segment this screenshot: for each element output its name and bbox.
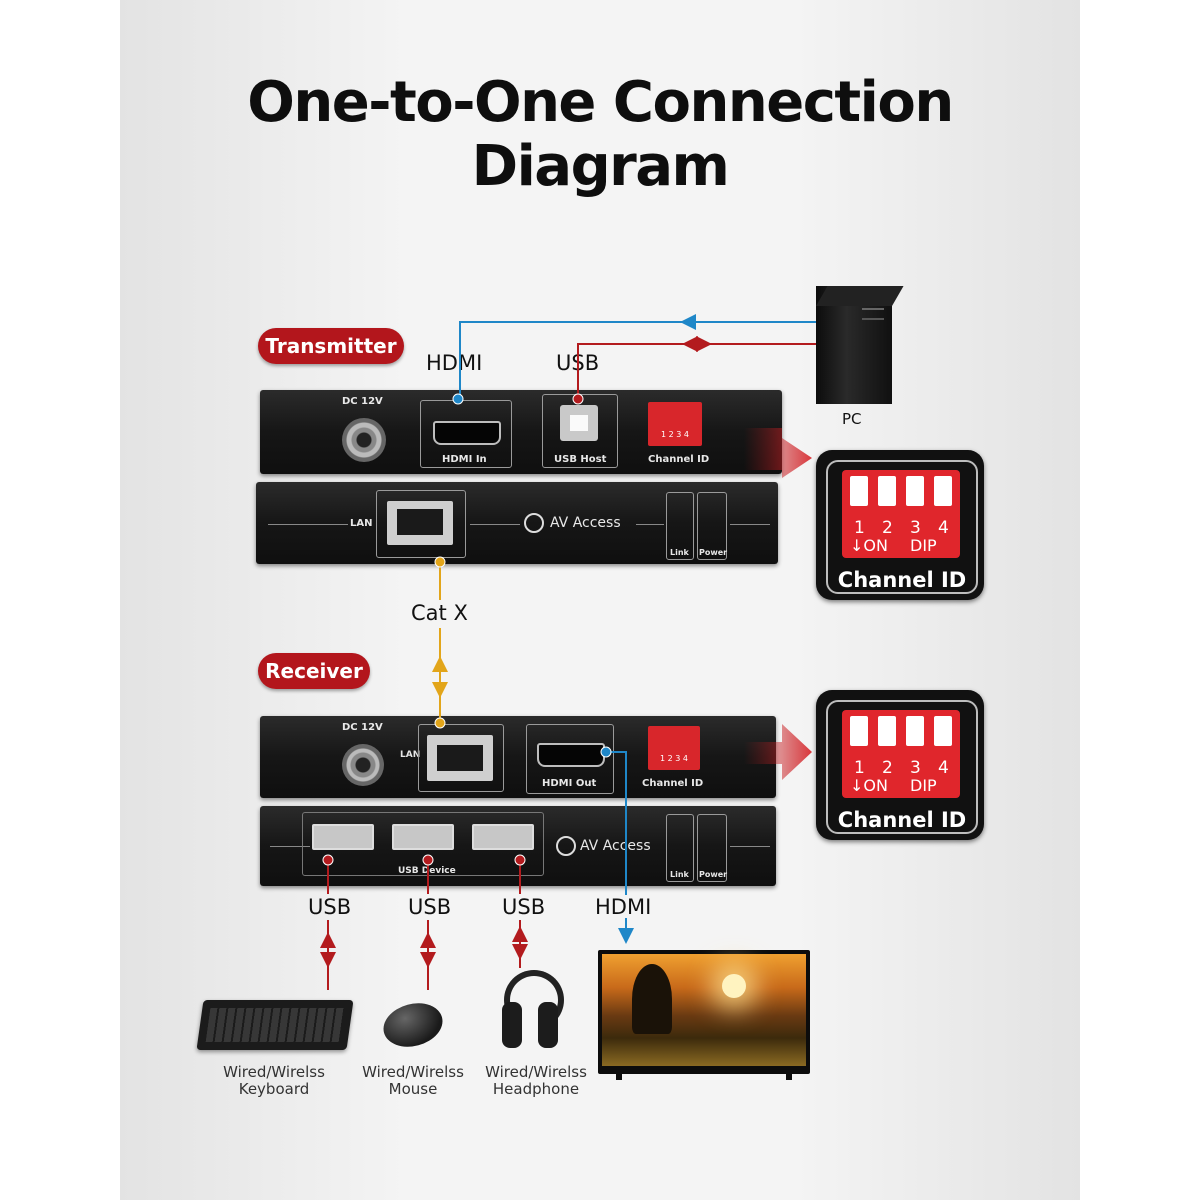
rx-dc-jack[interactable]: [342, 744, 384, 786]
tx-dip-switch[interactable]: 1 2 3 4: [648, 402, 702, 446]
rx-channel-id-zoom: 1 2 3 4 ↓ON DIP Channel ID: [816, 690, 984, 840]
rx-link-label: Link: [670, 870, 689, 879]
mouse-caption-line2: Mouse: [388, 1080, 438, 1098]
rx-power-label: Power: [699, 870, 728, 879]
rx-hdmi-out-label: HDMI Out: [542, 778, 597, 789]
zoom1-num-2: 2: [882, 518, 893, 538]
rx-usb2-label: USB: [408, 895, 452, 919]
zoom2-label: Channel ID: [837, 808, 967, 832]
rx-usb-device-group: [302, 812, 544, 876]
rx-usb3-dot: [514, 854, 526, 866]
rx-zoom-pointer: [744, 724, 812, 780]
cat-dot-bottom: [434, 717, 446, 729]
rx-usb-port-3[interactable]: [472, 824, 534, 850]
zoom2-num-1: 1: [854, 758, 865, 778]
tx-power-label: Power: [699, 548, 728, 557]
cat-dot-top: [434, 556, 446, 568]
tv-icon: [598, 950, 810, 1080]
tx-channel-id-label: Channel ID: [648, 454, 710, 465]
rx-channel-id-label: Channel ID: [642, 778, 704, 789]
zoom2-num-3: 3: [910, 758, 921, 778]
rx-lan-port[interactable]: [418, 724, 504, 792]
rx-usb2-dot: [422, 854, 434, 866]
tx-usb-host-port[interactable]: [542, 394, 618, 468]
tx-hdmi-in-label: HDMI In: [442, 454, 487, 465]
rx-dip-numbers: 1 2 3 4: [660, 754, 688, 763]
receiver-badge: Receiver: [258, 653, 370, 689]
tx-hdmi-line: [459, 321, 816, 398]
rx-usb-port-2[interactable]: [392, 824, 454, 850]
cat-cable-label: Cat X: [411, 601, 468, 625]
rx-hdmi-line: [608, 751, 627, 895]
zoom1-num-4: 4: [938, 518, 949, 538]
transmitter-rear-unit: LAN AV Access Link Power: [256, 482, 778, 564]
headphone-icon: [502, 970, 564, 1052]
receiver-rear-unit: USB Device AV Access Link Power: [260, 806, 776, 886]
rx-usb-port-1[interactable]: [312, 824, 374, 850]
rx-usb-device-label: USB Device: [398, 866, 456, 876]
tx-usb-host-label: USB Host: [554, 454, 607, 465]
tx-brand-logo-icon: [524, 513, 544, 533]
rx-lan-side-label: LAN: [400, 750, 421, 760]
headphone-caption-line1: Wired/Wirelss: [485, 1063, 587, 1081]
rx-hdmi-out-port[interactable]: [526, 724, 614, 794]
rx-dc-label: DC 12V: [342, 722, 383, 733]
rx-power-led: [697, 814, 727, 882]
tx-usb-dot: [572, 393, 584, 405]
tx-usb-line: [577, 343, 816, 398]
zoom1-num-1: 1: [854, 518, 865, 538]
rx-link-led: [666, 814, 694, 882]
zoom1-num-3: 3: [910, 518, 921, 538]
tx-dc-label: DC 12V: [342, 396, 383, 407]
tx-dc-jack[interactable]: [342, 418, 386, 462]
zoom2-num-2: 2: [882, 758, 893, 778]
tx-channel-id-zoom: 1 2 3 4 ↓ON DIP Channel ID: [816, 450, 984, 600]
tx-hdmi-label: HDMI: [426, 351, 483, 375]
pc-label: PC: [842, 410, 862, 428]
rx-usb1-label: USB: [308, 895, 352, 919]
transmitter-front-unit: DC 12V HDMI In USB Host 1 2 3 4 Channel …: [260, 390, 782, 474]
mouse-caption: Wired/Wirelss Mouse: [340, 1064, 486, 1098]
rx-hdmi-dot: [600, 746, 612, 758]
keyboard-caption-line2: Keyboard: [238, 1080, 310, 1098]
tx-hdmi-in-port[interactable]: [420, 400, 512, 468]
headphone-caption: Wired/Wirelss Headphone: [463, 1064, 609, 1098]
rx-brand-logo-icon: [556, 836, 576, 856]
headphone-caption-line2: Headphone: [492, 1080, 580, 1098]
keyboard-caption: Wired/Wirelss Keyboard: [200, 1064, 348, 1098]
rx-dip-switch[interactable]: 1 2 3 4: [648, 726, 700, 770]
zoom2-dip: DIP: [910, 776, 937, 795]
keyboard-caption-line1: Wired/Wirelss: [223, 1063, 325, 1081]
tx-zoom-pointer: [744, 428, 812, 478]
tx-link-label: Link: [670, 548, 689, 557]
tx-lan-port[interactable]: [376, 490, 466, 558]
rx-hdmi-label: HDMI: [595, 895, 652, 919]
transmitter-badge: Transmitter: [258, 328, 404, 364]
tx-hdmi-dot: [452, 393, 464, 405]
tx-brand-text: AV Access: [550, 515, 621, 531]
tx-lan-label: LAN: [350, 518, 373, 529]
receiver-front-unit: DC 12V LAN HDMI Out 1 2 3 4 Channel ID: [260, 716, 776, 798]
tx-link-led: [666, 492, 694, 560]
zoom1-label: Channel ID: [837, 568, 967, 592]
mouse-caption-line1: Wired/Wirelss: [362, 1063, 464, 1081]
zoom1-dip: DIP: [910, 536, 937, 555]
rx-brand-text: AV Access: [580, 838, 651, 854]
zoom1-on: ↓ON: [850, 536, 888, 555]
rx-usb1-dot: [322, 854, 334, 866]
zoom2-num-4: 4: [938, 758, 949, 778]
pc-tower-icon: [816, 286, 904, 404]
tx-dip-numbers: 1 2 3 4: [661, 430, 689, 439]
rx-usb3-label: USB: [502, 895, 546, 919]
diagram-title-line1: One-to-One Connection: [247, 70, 954, 135]
diagram-title-line2: Diagram: [471, 134, 730, 199]
zoom2-on: ↓ON: [850, 776, 888, 795]
tx-power-led: [697, 492, 727, 560]
